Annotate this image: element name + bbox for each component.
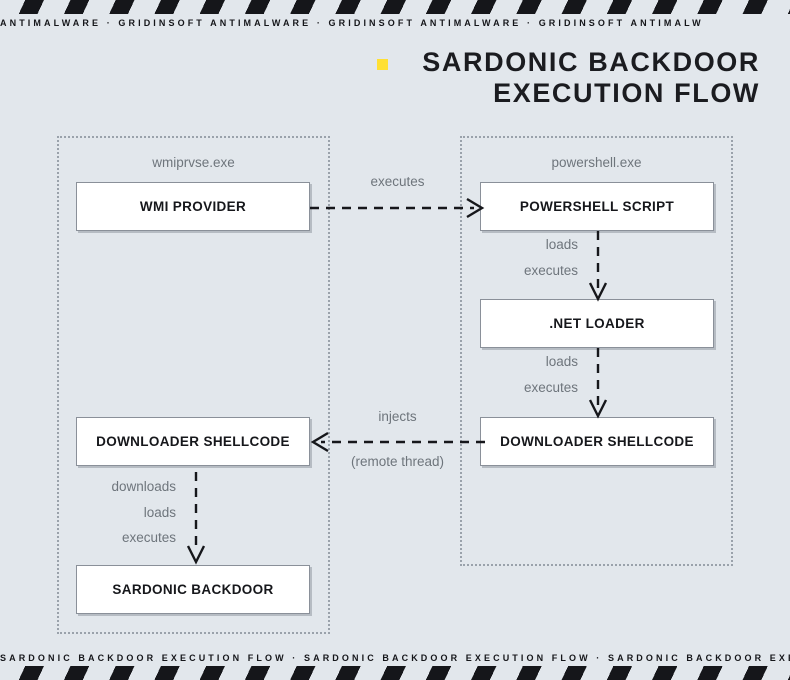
connector-downloader-to-sardonic-label-downloads: downloads — [111, 479, 176, 494]
page-title-line-2: EXECUTION FLOW — [493, 78, 760, 108]
page-title: SARDONIC BACKDOOR EXECUTION FLOW — [330, 47, 760, 109]
connector-downloader-to-sardonic-label-loads: loads — [143, 505, 176, 520]
node-wmi-provider[interactable]: WMI PROVIDER — [76, 182, 310, 231]
connector-dotnet-to-downloader: loads executes — [524, 348, 608, 419]
arrow-left-icon — [310, 431, 485, 453]
hazard-stripe-pattern — [0, 0, 790, 14]
node-downloader-shellcode-left[interactable]: DOWNLOADER SHELLCODE — [76, 417, 310, 466]
connector-downloader-to-sardonic: downloads loads executes — [111, 466, 206, 566]
top-hazard-stripes — [0, 0, 790, 14]
connector-injects: injects (remote thread) — [310, 409, 485, 469]
connector-injects-label-above: injects — [378, 409, 417, 424]
footer-ticker: SARDONIC BACKDOOR EXECUTION FLOW · SARDO… — [0, 649, 790, 666]
header-ticker: ANTIMALWARE · GRIDINSOFT ANTIMALWARE · G… — [0, 14, 790, 31]
connector-dotnet-to-downloader-label-executes: executes — [523, 380, 578, 395]
process-container-powershell: powershell.exe — [460, 136, 733, 566]
hazard-stripe-pattern — [0, 666, 790, 680]
process-container-wmiprvse: wmiprvse.exe — [57, 136, 330, 634]
header-ticker-text: ANTIMALWARE · GRIDINSOFT ANTIMALWARE · G… — [0, 17, 704, 28]
connector-downloader-to-sardonic-label-executes: executes — [121, 530, 176, 545]
node-sardonic-backdoor[interactable]: SARDONIC BACKDOOR — [76, 565, 310, 614]
connector-ps-to-dotnet-label-loads: loads — [545, 237, 578, 252]
arrow-down-icon — [588, 231, 608, 302]
process-label-wmiprvse: wmiprvse.exe — [152, 155, 235, 170]
arrow-down-icon — [186, 472, 206, 565]
connector-ps-to-dotnet: loads executes — [524, 231, 608, 302]
bottom-hazard-stripes — [0, 666, 790, 680]
connector-executes: executes — [310, 174, 485, 220]
page-title-line-1: SARDONIC BACKDOOR — [422, 47, 760, 77]
footer-ticker-text: SARDONIC BACKDOOR EXECUTION FLOW · SARDO… — [0, 652, 790, 663]
connector-dotnet-to-downloader-label-loads: loads — [545, 354, 578, 369]
arrow-right-icon — [310, 197, 485, 219]
node-dotnet-loader[interactable]: .NET LOADER — [480, 299, 714, 348]
square-bullet-icon — [377, 59, 388, 70]
node-powershell-script[interactable]: POWERSHELL SCRIPT — [480, 182, 714, 231]
node-downloader-shellcode-right[interactable]: DOWNLOADER SHELLCODE — [480, 417, 714, 466]
connector-ps-to-dotnet-label-executes: executes — [523, 263, 578, 278]
arrow-down-icon — [588, 348, 608, 419]
process-label-powershell: powershell.exe — [551, 155, 642, 170]
connector-injects-label-below: (remote thread) — [350, 454, 445, 469]
connector-executes-label: executes — [370, 174, 425, 189]
